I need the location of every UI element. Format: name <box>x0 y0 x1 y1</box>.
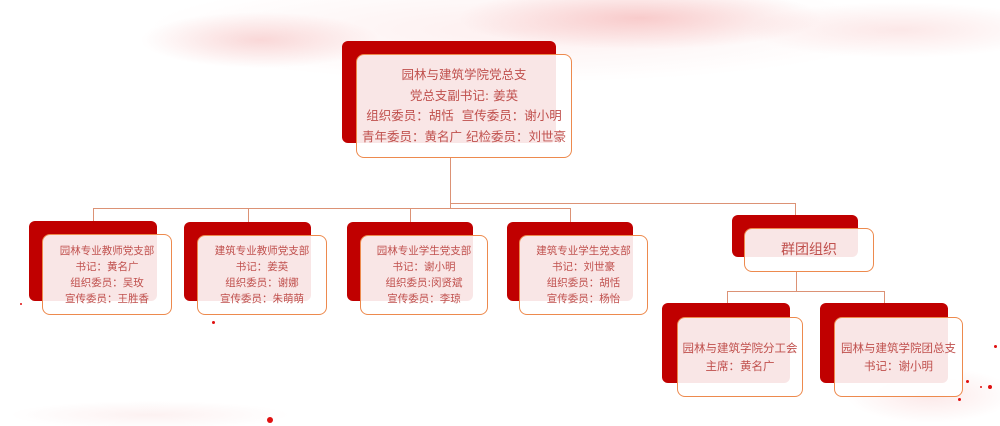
node-title: 园林专业学生党支部 <box>376 245 472 257</box>
connector-mass-down <box>796 272 797 292</box>
decorative-dot <box>958 398 961 401</box>
node-line: 宣传委员：李琼 <box>387 293 461 305</box>
decorative-dot <box>212 321 215 324</box>
decorative-dot <box>988 385 992 389</box>
node-line: 党总支副书记: 姜英 <box>409 87 519 103</box>
root-node-party-branch[interactable]: 园林与建筑学院党总支 党总支副书记: 姜英 组织委员：胡恬 宣传委员：谢小明 青… <box>356 54 572 158</box>
branch-node-architecture-teachers[interactable]: 建筑专业教师党支部 书记：姜英 组织委员：谢娜 宣传委员：朱萌萌 <box>197 235 327 315</box>
node-line: 书记：谢小明 <box>392 261 456 273</box>
connector-branches-bar <box>93 208 571 209</box>
connector-branch-4-drop <box>570 208 571 222</box>
decorative-dot <box>20 303 22 305</box>
node-line: 书记：刘世豪 <box>552 261 615 273</box>
connector-branch-3-drop <box>410 208 411 222</box>
node-title: 园林与建筑学院分工会 <box>682 341 798 355</box>
node-line: 青年委员：黄名广 纪检委员：刘世豪 <box>362 128 566 144</box>
node-line: 宣传委员：王胜香 <box>65 292 149 305</box>
node-title: 建筑专业教师党支部 <box>214 245 310 257</box>
node-line: 组织委员：吴玫 <box>70 276 144 289</box>
youth-league-node[interactable]: 园林与建筑学院团总支 书记：谢小明 <box>834 317 963 397</box>
node-line: 组织委员：胡恬 <box>546 277 621 289</box>
node-title: 园林与建筑学院团总支 <box>841 341 956 355</box>
connector-root-down <box>450 158 451 209</box>
branch-node-architecture-students[interactable]: 建筑专业学生党支部 书记：刘世豪 组织委员：胡恬 宣传委员：杨怡 <box>519 235 648 315</box>
connector-union-drop <box>727 291 728 303</box>
node-title: 园林专业教师党支部 <box>59 244 155 257</box>
branch-node-landscape-students[interactable]: 园林专业学生党支部 书记：谢小明 组织委员:闵贤斌 宣传委员：李琼 <box>360 235 488 315</box>
connector-mass-drop <box>795 203 796 215</box>
node-line: 组织委员:闵贤斌 <box>385 277 463 289</box>
node-line: 宣传委员：杨怡 <box>546 293 621 305</box>
decorative-dot <box>966 380 969 383</box>
decorative-dot <box>994 345 997 348</box>
node-line: 组织委员：谢娜 <box>225 277 299 289</box>
node-line: 组织委员：胡恬 宣传委员：谢小明 <box>366 108 562 123</box>
node-title: 园林与建筑学院党总支 <box>401 67 527 82</box>
union-node[interactable]: 园林与建筑学院分工会 主席：黄名广 <box>677 317 803 397</box>
connector-root-to-mass <box>450 203 796 204</box>
connector-branch-1-drop <box>93 208 94 221</box>
mass-organizations-node[interactable]: 群团组织 <box>744 228 874 272</box>
node-line: 书记：姜英 <box>235 261 289 273</box>
node-line: 主席：黄名广 <box>705 359 775 373</box>
node-line: 书记：黄名广 <box>75 260 139 273</box>
node-title: 建筑专业学生党支部 <box>536 245 631 257</box>
decorative-dot <box>980 386 982 388</box>
node-line: 宣传委员：朱萌萌 <box>220 293 304 305</box>
node-title: 群团组织 <box>781 242 837 258</box>
connector-branch-2-drop <box>248 208 249 222</box>
node-line: 书记：谢小明 <box>864 359 933 373</box>
branch-node-landscape-teachers[interactable]: 园林专业教师党支部 书记：黄名广 组织委员：吴玫 宣传委员：王胜香 <box>42 234 172 315</box>
decorative-dot <box>267 417 273 423</box>
connector-league-drop <box>884 291 885 303</box>
connector-mass-children-bar <box>727 291 885 292</box>
